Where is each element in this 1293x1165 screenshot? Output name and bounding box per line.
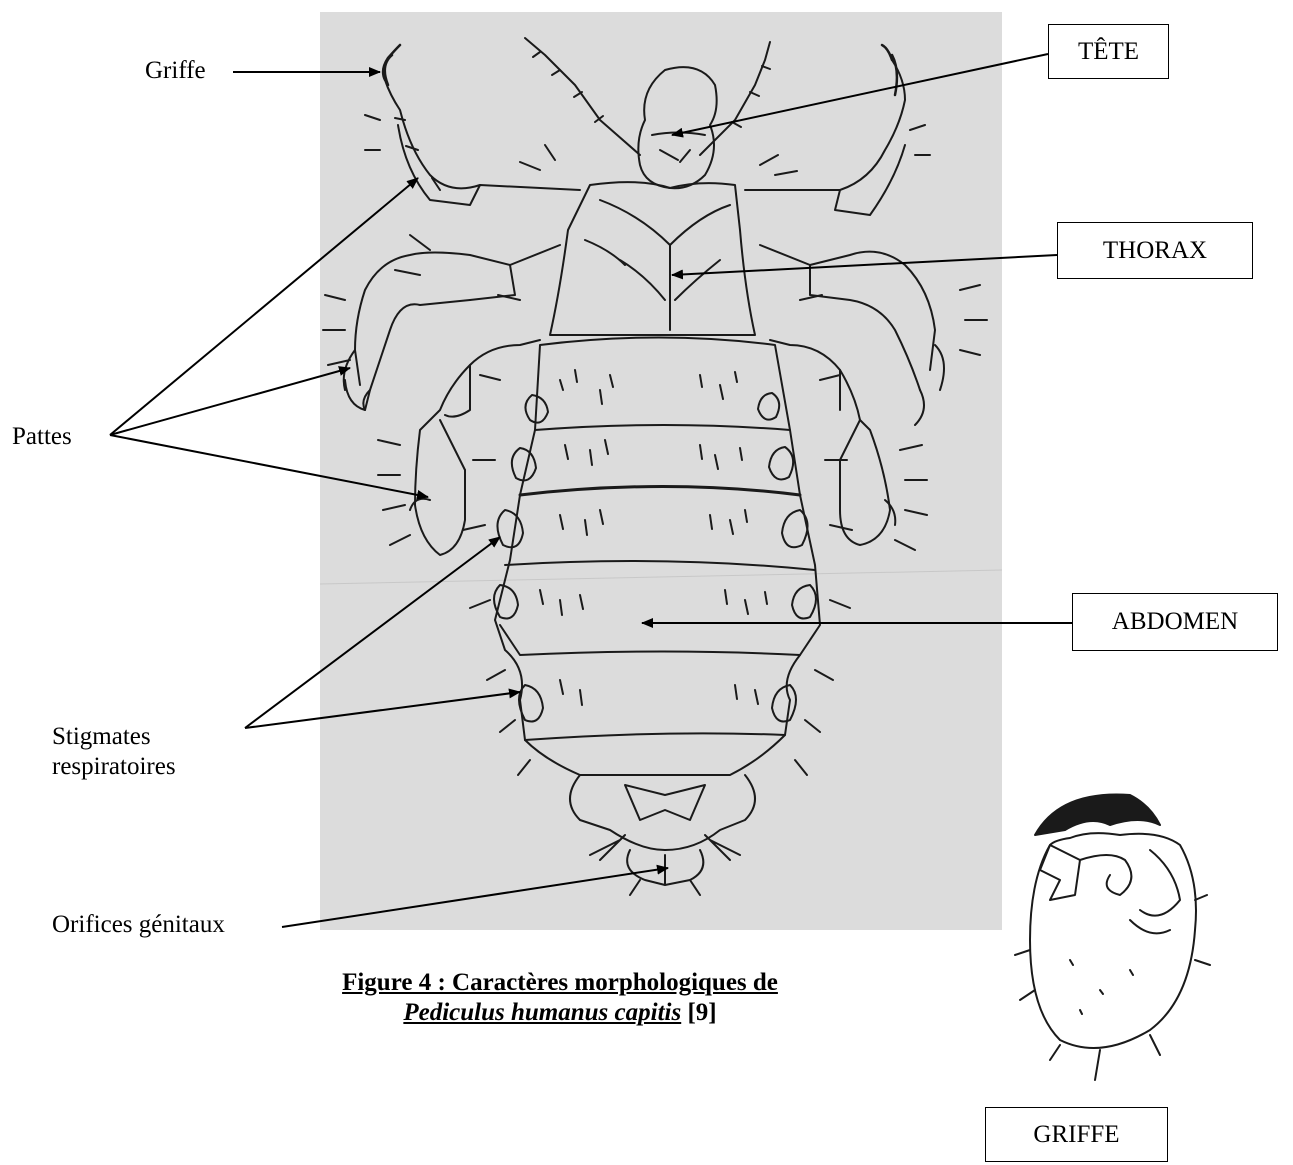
box-tete: TÊTE: [1048, 24, 1169, 79]
box-thorax: THORAX: [1057, 222, 1253, 279]
label-stigmates-line1: Stigmates: [52, 722, 176, 752]
caption-line2: Pediculus humanus capitis [9]: [200, 998, 920, 1028]
claw-detail-illustration: [1015, 795, 1210, 1081]
label-orifices: Orifices génitaux: [52, 910, 225, 940]
label-stigmates: Stigmates respiratoires: [52, 722, 176, 782]
label-pattes: Pattes: [12, 422, 72, 452]
arrow-pattes-2: [110, 368, 350, 435]
caption-line1: Figure 4 : Caractères morphologiques de: [200, 968, 920, 998]
figure-caption: Figure 4 : Caractères morphologiques de …: [200, 968, 920, 1028]
label-stigmates-line2: respiratoires: [52, 752, 176, 782]
box-griffe: GRIFFE: [985, 1107, 1168, 1162]
label-griffe: Griffe: [145, 56, 206, 86]
caption-ref: [9]: [681, 999, 716, 1026]
box-abdomen: ABDOMEN: [1072, 593, 1278, 651]
caption-species: Pediculus humanus capitis: [403, 999, 681, 1026]
claw-detail-hook: [1035, 795, 1160, 836]
